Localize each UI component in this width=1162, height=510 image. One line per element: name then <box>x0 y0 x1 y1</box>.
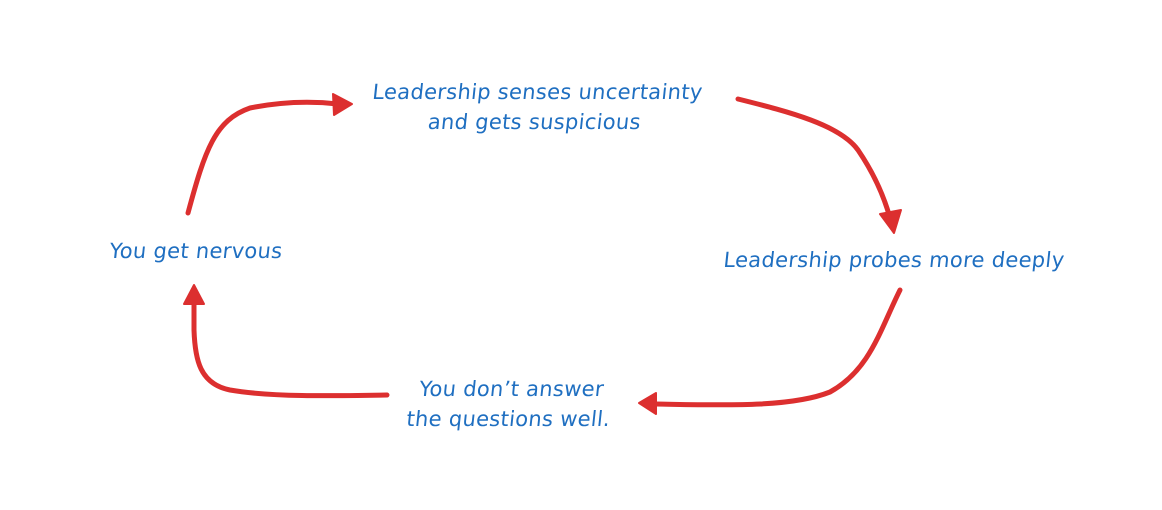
arrow-bottom-to-left <box>183 284 390 399</box>
arrow-left-to-top <box>185 93 353 216</box>
node-leadership-suspicious: Leadership senses uncertainty and gets s… <box>355 77 717 137</box>
arrow-top-to-right <box>735 96 902 234</box>
node-left-line-1: You get nervous <box>108 239 284 263</box>
arrow-right-to-bottom <box>638 287 903 415</box>
node-right-line-1: Leadership probes more deeply <box>722 248 1066 272</box>
node-answer-poorly: You don’t answer the questions well. <box>395 374 625 434</box>
node-bottom-line-2: the questions well. <box>405 407 612 431</box>
node-top-line-2: and gets suspicious <box>426 110 643 134</box>
node-leadership-probes: Leadership probes more deeply <box>714 245 1073 275</box>
node-top-line-1: Leadership senses uncertainty <box>371 80 704 104</box>
node-bottom-line-1: You don’t answer <box>418 377 606 401</box>
node-get-nervous: You get nervous <box>98 236 293 266</box>
